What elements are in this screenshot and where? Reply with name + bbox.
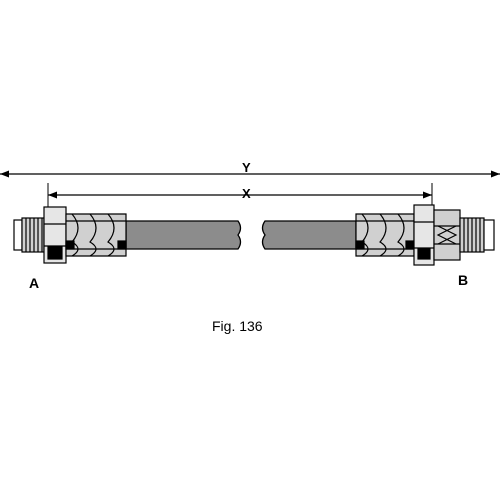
dimension-y [0,170,500,178]
fitting-right [355,204,495,266]
dimension-x [47,183,433,212]
fitting-left [13,206,127,264]
end-a-label: A [29,275,40,291]
end-b-label: B [458,272,469,288]
dimension-y-label: Y [242,160,251,175]
hose-body [125,220,357,250]
dimension-x-label: X [242,186,251,201]
figure-caption: Fig. 136 [212,318,263,334]
